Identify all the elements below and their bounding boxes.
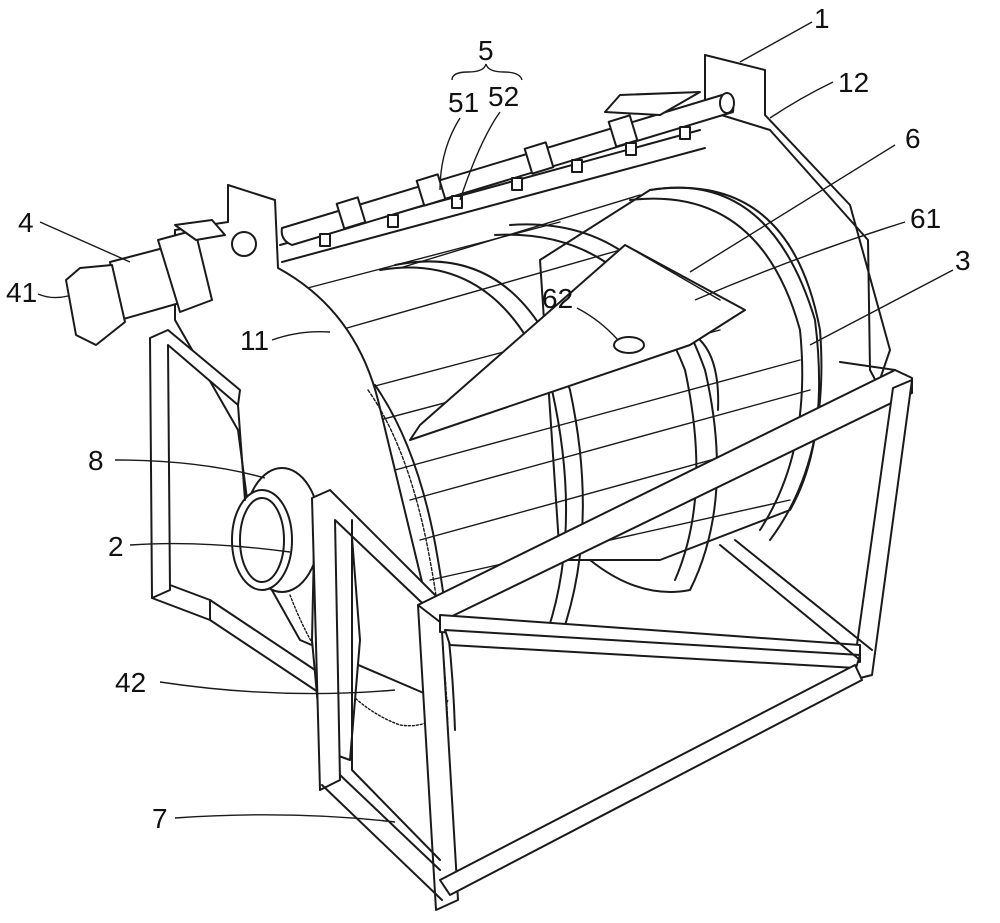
frame-left-bottom-rail bbox=[209, 599, 316, 671]
label-61: 61 bbox=[910, 203, 941, 234]
drum-slat bbox=[394, 359, 801, 471]
frame-left-bottom-rail bbox=[209, 619, 331, 701]
label-52: 52 bbox=[488, 81, 519, 112]
top-rail bbox=[281, 147, 706, 263]
leader-8 bbox=[114, 459, 266, 479]
leader-lines bbox=[37, 21, 954, 823]
nozzle bbox=[451, 195, 463, 209]
frame-left-brace bbox=[237, 404, 246, 501]
motor-mount bbox=[174, 219, 226, 241]
support-frame bbox=[149, 329, 913, 911]
frame-lower-rail bbox=[734, 539, 873, 651]
motor-end-cap bbox=[65, 264, 126, 346]
drum-slat bbox=[339, 249, 621, 331]
nozzle bbox=[319, 233, 331, 247]
leader-52 bbox=[459, 111, 501, 201]
spray-pipe bbox=[280, 91, 735, 247]
label-5: 5 bbox=[478, 35, 494, 66]
pipe-coupling bbox=[335, 196, 367, 230]
label-8: 8 bbox=[88, 445, 104, 476]
label-2: 2 bbox=[108, 531, 124, 562]
label-3: 3 bbox=[955, 245, 971, 276]
label-7: 7 bbox=[152, 803, 168, 834]
label-41: 41 bbox=[6, 277, 37, 308]
nozzle bbox=[571, 159, 583, 173]
leader-7 bbox=[174, 814, 396, 823]
frame-bottom-rail bbox=[439, 664, 863, 896]
lifting-plate-edge bbox=[624, 244, 721, 301]
leader-11 bbox=[271, 330, 331, 341]
label-11: 11 bbox=[240, 325, 269, 356]
label-62: 62 bbox=[542, 283, 573, 314]
nozzle bbox=[625, 142, 637, 156]
bearing-knob bbox=[231, 231, 257, 257]
hub-assembly bbox=[231, 467, 321, 593]
drum-middle-ring-inner bbox=[494, 233, 698, 581]
leader-4 bbox=[39, 221, 131, 263]
nozzle bbox=[679, 126, 691, 140]
spray-nozzles bbox=[319, 126, 691, 247]
gear-ring-edge bbox=[374, 384, 456, 731]
drum-hub bbox=[699, 339, 720, 411]
leader-12 bbox=[769, 81, 834, 119]
frame-left-foot bbox=[151, 584, 211, 621]
drum-middle-ring bbox=[509, 223, 718, 593]
leader-41 bbox=[37, 293, 69, 299]
frame-front-upright bbox=[311, 489, 441, 791]
vent-hole bbox=[613, 336, 645, 354]
frame-inner-post bbox=[351, 519, 441, 861]
lifting-plate bbox=[409, 244, 746, 441]
nozzle bbox=[511, 177, 523, 191]
leader-1 bbox=[739, 21, 813, 63]
pipe-end-cap bbox=[719, 92, 735, 114]
label-1: 1 bbox=[814, 3, 830, 34]
drum-slat bbox=[409, 389, 811, 501]
motor bbox=[65, 219, 226, 346]
drum-near-ring bbox=[394, 260, 584, 641]
leader-51 bbox=[439, 117, 461, 191]
leader-3 bbox=[809, 269, 954, 346]
pipe-coupling bbox=[415, 173, 447, 207]
leader-6 bbox=[689, 144, 896, 273]
label-12: 12 bbox=[838, 67, 869, 98]
label-51: 51 bbox=[448, 87, 479, 118]
drum-assembly bbox=[339, 186, 823, 641]
frame-right-post bbox=[851, 379, 913, 681]
nozzle bbox=[387, 214, 399, 228]
front-side-plate bbox=[174, 184, 441, 701]
drum-far-end-inner bbox=[629, 197, 804, 531]
label-42: 42 bbox=[115, 667, 146, 698]
frame-right-top-rail bbox=[839, 361, 896, 371]
label-6: 6 bbox=[905, 123, 921, 154]
reference-labels: 1 12 5 51 52 6 61 3 4 41 62 11 8 2 42 7 bbox=[6, 3, 971, 834]
leader-62 bbox=[576, 307, 619, 341]
drum-slat bbox=[399, 194, 641, 269]
frame-bottom-left-rail bbox=[339, 774, 441, 871]
pipe-coupling bbox=[523, 141, 555, 175]
shaft-hub-inner bbox=[239, 497, 285, 583]
drum-far-end bbox=[649, 186, 823, 541]
frame-lower-rail bbox=[719, 544, 861, 661]
label-4: 4 bbox=[18, 207, 34, 238]
leader-42 bbox=[159, 681, 396, 695]
frame-bottom-left-rail bbox=[321, 784, 443, 901]
shaft-hub bbox=[231, 489, 293, 591]
brace-5 bbox=[451, 63, 523, 81]
frame-left-upright bbox=[149, 329, 241, 599]
motor-flange bbox=[157, 229, 213, 313]
pipe-bracket bbox=[604, 91, 701, 116]
top-rail-inner bbox=[299, 221, 561, 291]
leader-61 bbox=[694, 221, 906, 301]
leader-2 bbox=[129, 542, 291, 553]
